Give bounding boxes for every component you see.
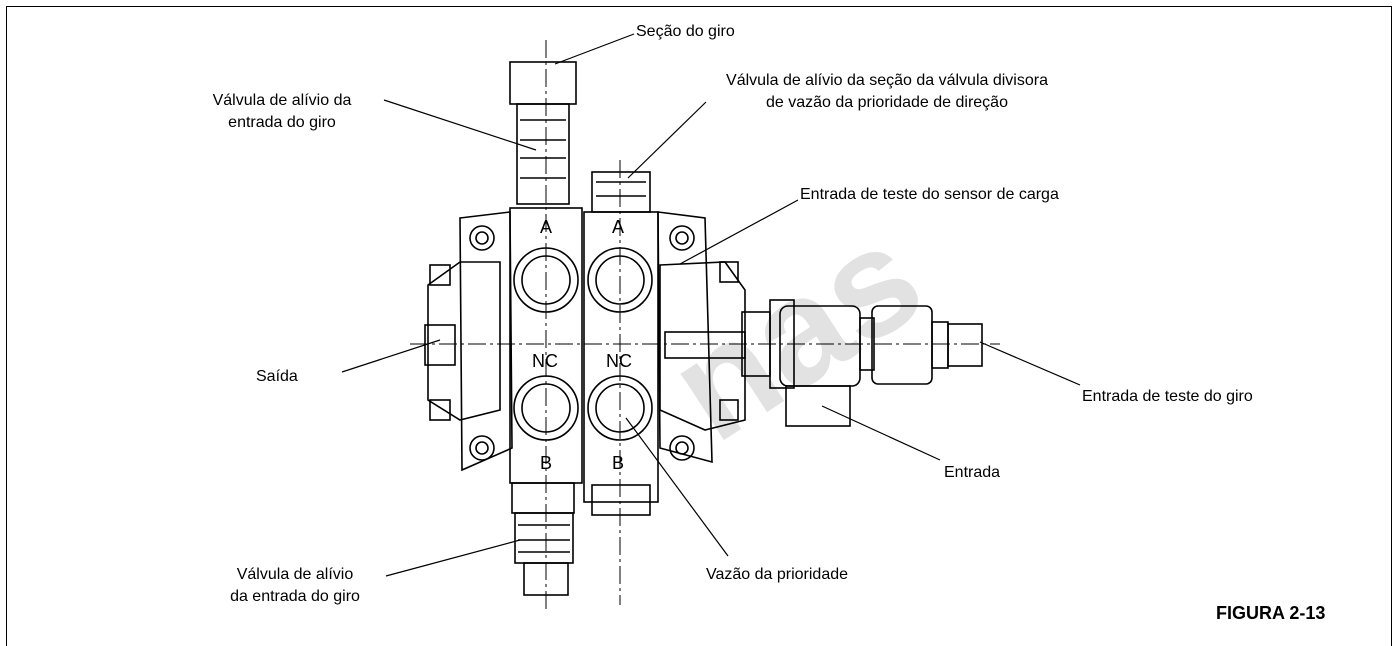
port-nc-left: NC	[532, 351, 558, 371]
label-valvula-alivio-entrada-giro-top: Válvula de alívio da entrada do giro	[212, 92, 352, 131]
center-lines	[410, 40, 1000, 612]
label-vazao-prioridade: Vazão da prioridade	[706, 566, 849, 583]
label-entrada: Entrada	[944, 464, 1001, 481]
port-b-left: B	[540, 453, 553, 473]
label-secao-giro: Seção do giro	[636, 23, 735, 40]
port-b-right: B	[612, 453, 625, 473]
leader-lines	[341, 33, 1081, 577]
figure-frame	[6, 6, 1392, 646]
label-valvula-alivio-entrada-giro-bottom: Válvula de alívio da entrada do giro	[230, 566, 360, 605]
label-entrada-teste-sensor: Entrada de teste do sensor de carga	[800, 186, 1059, 203]
inlet-fittings	[741, 299, 983, 427]
port-a-left: A	[540, 217, 553, 237]
port-nc-right: NC	[606, 351, 632, 371]
figure-caption: FIGURA 2-13	[1216, 603, 1326, 623]
right-mounting-plate	[657, 211, 746, 464]
label-saida: Saída	[256, 368, 298, 385]
label-entrada-teste-giro: Entrada de teste do giro	[1082, 388, 1253, 405]
port-a-right: A	[612, 217, 625, 237]
label-valvula-alivio-divisora: Válvula de alívio da seção da válvula di…	[726, 72, 1048, 111]
